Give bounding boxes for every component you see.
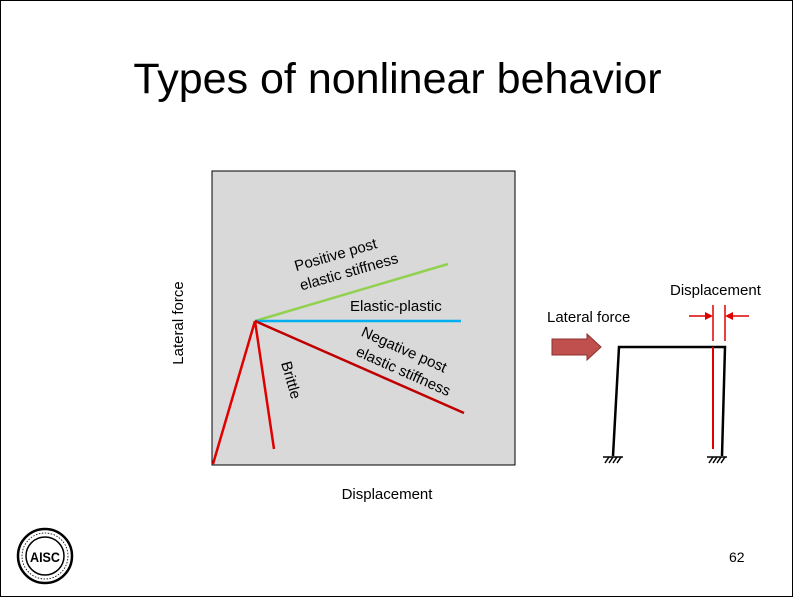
disp-arrowhead-left (705, 312, 713, 320)
disp-arrowhead-right (725, 312, 733, 320)
negative-stiffness-line (254, 319, 465, 415)
frame-force-label: Lateral force (547, 309, 630, 326)
graph-area (211, 170, 516, 466)
frame-undeformed (611, 345, 727, 457)
right-support-icon (707, 456, 727, 464)
page-number: 62 (729, 549, 745, 565)
aisc-seal-icon: AISC (16, 527, 74, 585)
frame-displacement-label: Displacement (670, 282, 762, 299)
x-axis-label: Displacement (342, 486, 434, 503)
y-axis-label: Lateral force (170, 281, 187, 364)
slide-title: Types of nonlinear behavior (133, 55, 662, 103)
elastic-plastic-label: Elastic-plastic (350, 298, 442, 315)
positive-stiffness-line (254, 262, 449, 323)
force-arrow (551, 332, 602, 362)
logo-text: AISC (30, 549, 60, 565)
brittle-line (253, 320, 276, 450)
left-support-icon (603, 456, 623, 464)
elastic-loading-line (211, 320, 257, 465)
